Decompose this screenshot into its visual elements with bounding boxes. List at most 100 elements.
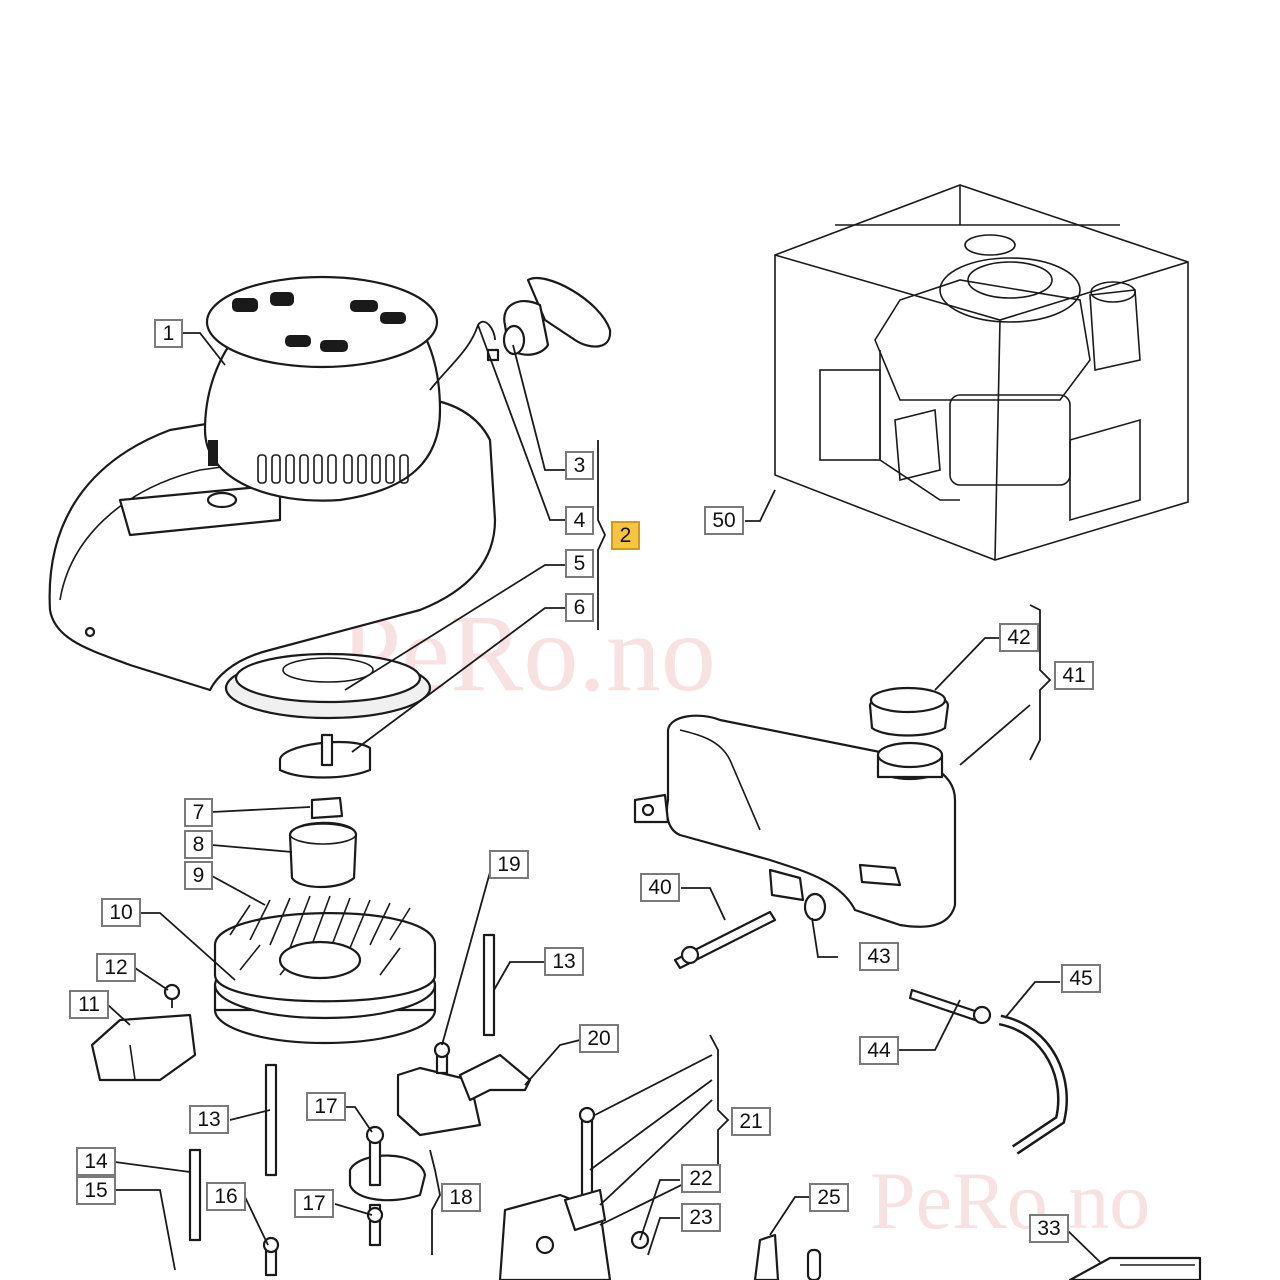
starter-handle-part: [502, 277, 612, 356]
fuel-hose-part: [998, 1014, 1068, 1155]
svg-text:41: 41: [1062, 664, 1085, 687]
svg-text:17: 17: [314, 1095, 337, 1118]
svg-text:25: 25: [817, 1186, 840, 1209]
callout-17-bottom: 17: [294, 1189, 334, 1218]
svg-text:8: 8: [193, 833, 205, 856]
callout-8: 8: [184, 830, 213, 859]
svg-text:42: 42: [1007, 626, 1030, 649]
callout-9: 9: [184, 861, 213, 890]
svg-text:4: 4: [574, 509, 586, 532]
callout-10: 10: [101, 898, 141, 927]
callout-44: 44: [859, 1036, 899, 1065]
callout-13-left: 13: [189, 1105, 229, 1134]
brace-group-18: [429, 1149, 441, 1255]
svg-text:19: 19: [497, 853, 520, 876]
svg-text:9: 9: [193, 864, 205, 887]
stud-13-right-part: [482, 933, 496, 1037]
callout-16: 16: [206, 1182, 246, 1211]
air-filter-part: [1068, 1256, 1202, 1280]
callout-50: 50: [704, 506, 744, 535]
svg-text:44: 44: [867, 1039, 891, 1062]
callout-19: 19: [489, 850, 529, 879]
brake-assembly-part: [348, 1125, 427, 1247]
screw-16-part: [262, 1236, 280, 1277]
svg-text:40: 40: [648, 876, 671, 899]
svg-text:18: 18: [449, 1186, 472, 1209]
carburetor-part: [498, 1106, 650, 1280]
ratchet-part: [278, 733, 372, 779]
fuel-tank-part: [633, 714, 957, 928]
svg-text:13: 13: [197, 1108, 220, 1131]
ignition-module-part: [396, 1041, 532, 1137]
svg-text:11: 11: [78, 993, 100, 1016]
tank-bolt-part: [673, 910, 777, 970]
callout-7: 7: [184, 798, 213, 827]
svg-text:6: 6: [574, 596, 586, 619]
callout-13-right: 13: [544, 947, 584, 976]
svg-text:1: 1: [163, 322, 175, 345]
flywheel-part: [213, 895, 437, 1045]
svg-text:7: 7: [193, 801, 205, 824]
callout-4: 4: [565, 506, 594, 535]
callout-6: 6: [565, 593, 594, 622]
svg-text:12: 12: [104, 956, 127, 979]
svg-text:43: 43: [867, 945, 890, 968]
callout-25: 25: [809, 1183, 849, 1212]
screw-12-part: [163, 983, 181, 1008]
callout-43: 43: [859, 942, 899, 971]
callout-12: 12: [96, 953, 136, 982]
callout-5: 5: [565, 549, 594, 578]
bracket-11-part: [90, 1013, 197, 1082]
svg-text:2: 2: [620, 524, 632, 547]
callout-21: 21: [731, 1107, 771, 1136]
callout-23: 23: [681, 1203, 721, 1232]
spark-plug-part: [753, 1233, 822, 1280]
callout-18: 18: [441, 1183, 481, 1212]
stud-13-left-part: [264, 1063, 278, 1177]
svg-text:15: 15: [84, 1179, 107, 1202]
callout-20: 20: [579, 1024, 619, 1053]
callout-41: 41: [1054, 661, 1094, 690]
callout-22: 22: [681, 1164, 721, 1193]
pulley-part: [224, 652, 432, 720]
engine-assembly-part: [774, 184, 1189, 561]
callout-15: 15: [76, 1176, 116, 1205]
svg-text:10: 10: [109, 901, 132, 924]
svg-text:45: 45: [1069, 967, 1092, 990]
callout-17-top: 17: [306, 1092, 346, 1121]
callout-3: 3: [565, 451, 594, 480]
blower-housing-part: [48, 275, 500, 692]
brace-group-2: [597, 440, 606, 630]
brace-group-21: [709, 1034, 730, 1190]
callout-2: 2: [611, 521, 640, 550]
svg-text:17: 17: [302, 1192, 325, 1215]
svg-text:21: 21: [739, 1110, 762, 1133]
tank-nut-part: [803, 892, 827, 922]
svg-text:50: 50: [712, 509, 735, 532]
callout-40: 40: [640, 873, 680, 902]
svg-text:33: 33: [1037, 1217, 1060, 1240]
svg-text:3: 3: [574, 454, 586, 477]
svg-text:16: 16: [214, 1185, 237, 1208]
brace-group-41: [1029, 604, 1052, 761]
svg-text:23: 23: [689, 1206, 712, 1229]
callout-1: 1: [154, 319, 183, 348]
svg-text:5: 5: [574, 552, 586, 575]
stud-14-part: [188, 1148, 202, 1242]
callout-33: 33: [1029, 1214, 1069, 1243]
svg-text:14: 14: [84, 1150, 108, 1173]
svg-text:13: 13: [552, 950, 575, 973]
starter-cup-part: [288, 821, 358, 888]
leader-lines: [107, 324, 1101, 1271]
fuel-cap-part: [868, 686, 950, 737]
callout-45: 45: [1061, 964, 1101, 993]
fuel-pipe-part: [908, 988, 992, 1025]
callout-42: 42: [999, 623, 1039, 652]
callout-11: 11: [69, 990, 109, 1019]
nut-part: [310, 796, 344, 820]
svg-text:22: 22: [689, 1167, 712, 1190]
watermark-bottom-right: PeRo.no: [870, 1155, 1150, 1246]
callout-14: 14: [76, 1147, 116, 1176]
svg-text:20: 20: [587, 1027, 610, 1050]
